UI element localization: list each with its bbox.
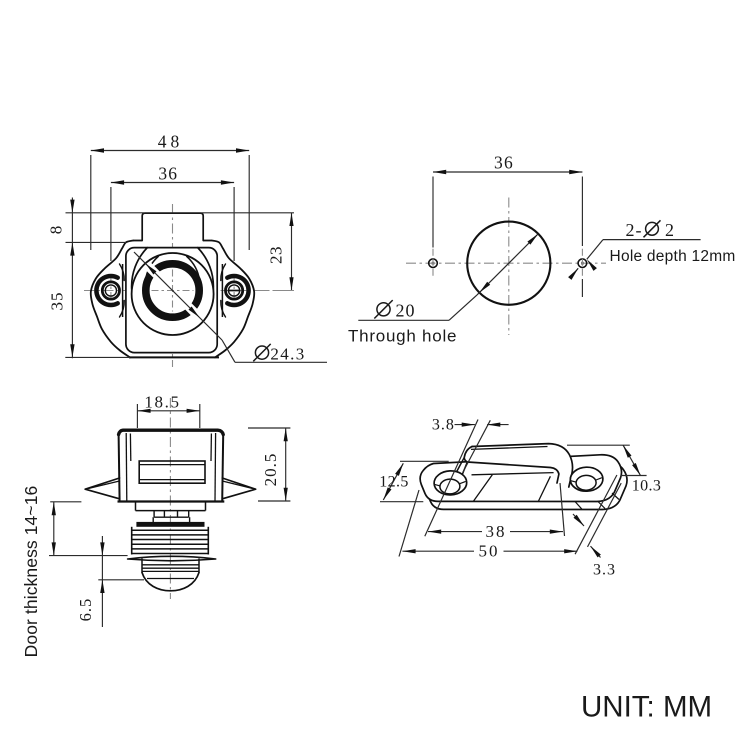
svg-text:UNIT: MM: UNIT: MM: [581, 691, 712, 724]
svg-text:2-: 2-: [626, 220, 643, 240]
svg-text:Hole depth 12mm: Hole depth 12mm: [610, 248, 736, 265]
svg-text:6.5: 6.5: [76, 598, 95, 622]
svg-text:36: 36: [494, 153, 514, 173]
svg-text:50: 50: [479, 542, 500, 561]
svg-text:12.5: 12.5: [379, 474, 409, 491]
svg-text:20.5: 20.5: [261, 453, 280, 487]
svg-text:Door thickness 14~16: Door thickness 14~16: [21, 486, 41, 658]
svg-text:Through hole: Through hole: [348, 327, 457, 346]
svg-text:48: 48: [158, 132, 184, 152]
svg-text:10.3: 10.3: [632, 478, 662, 495]
svg-text:3.3: 3.3: [593, 562, 616, 579]
svg-text:2: 2: [665, 220, 674, 240]
svg-text:3.8: 3.8: [432, 417, 455, 434]
svg-text:38: 38: [486, 522, 507, 541]
svg-text:24.3: 24.3: [270, 344, 305, 363]
svg-text:35: 35: [48, 292, 67, 311]
svg-text:36: 36: [158, 164, 178, 184]
svg-text:20: 20: [396, 301, 416, 321]
svg-text:23: 23: [267, 246, 286, 264]
svg-text:18.5: 18.5: [144, 393, 180, 412]
svg-text:8: 8: [47, 223, 66, 235]
